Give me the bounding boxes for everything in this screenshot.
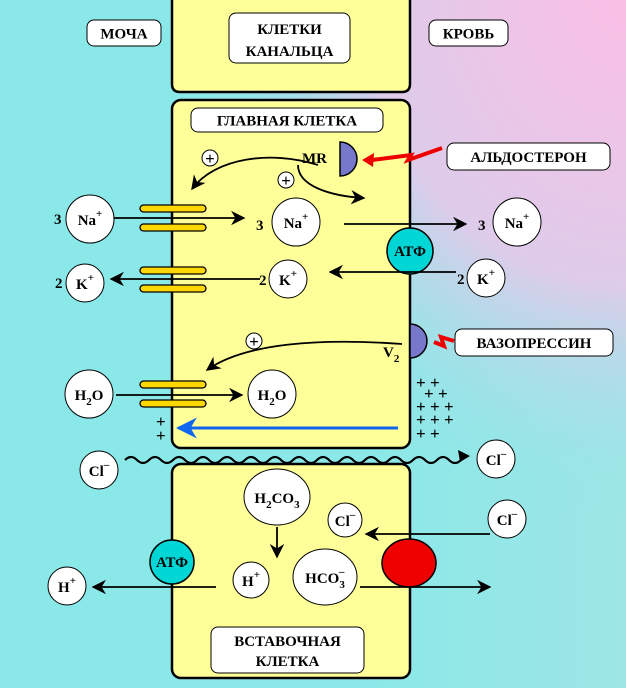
svg-text:+: + bbox=[438, 384, 448, 403]
tubule-cells-label: КЛЕТКИ КАНАЛЬЦА bbox=[228, 12, 351, 64]
svg-text:Cl–: Cl– bbox=[486, 448, 507, 469]
svg-text:+: + bbox=[416, 397, 426, 416]
positive-charges-blood-side: + + + + + + + + + + + + bbox=[416, 373, 454, 443]
svg-text:АТФ: АТФ bbox=[394, 244, 426, 260]
svg-text:+: + bbox=[156, 412, 166, 431]
svg-text:КАНАЛЬЦА: КАНАЛЬЦА bbox=[246, 44, 334, 60]
svg-text:H2O: H2O bbox=[258, 388, 287, 408]
h2o-molecule-cell: H2O bbox=[247, 369, 297, 419]
svg-text:КРОВЬ: КРОВЬ bbox=[443, 27, 495, 43]
blood-label: КРОВЬ bbox=[428, 19, 509, 47]
mr-receptor bbox=[339, 141, 358, 177]
h-ion-urine: H+ bbox=[47, 566, 87, 606]
svg-text:+: + bbox=[416, 424, 426, 443]
k-ion-blood: 2 K+ bbox=[457, 258, 506, 298]
na-ion-urine: 3 Na+ bbox=[54, 194, 115, 244]
vasopressin-lightning bbox=[433, 333, 455, 350]
svg-text:+: + bbox=[205, 149, 215, 168]
svg-text:H2CO3: H2CO3 bbox=[254, 491, 300, 511]
na-ion-cell: 3 Na+ bbox=[256, 197, 321, 247]
cl-ion-blood-bottom: Cl– bbox=[487, 499, 527, 539]
h-atpase: АТФ bbox=[149, 539, 195, 585]
svg-text:АЛЬДОСТЕРОН: АЛЬДОСТЕРОН bbox=[470, 150, 587, 166]
na-k-atpase: АТФ bbox=[386, 227, 434, 275]
aldosterone-arrowhead bbox=[362, 153, 374, 167]
v2-label: V2 bbox=[383, 345, 400, 365]
cl-paracellular-path bbox=[124, 455, 462, 465]
svg-text:КЛЕТКИ: КЛЕТКИ bbox=[257, 22, 322, 38]
svg-text:Na+: Na+ bbox=[78, 208, 103, 229]
cl-ion-cell: Cl– bbox=[327, 502, 363, 538]
svg-text:+: + bbox=[416, 373, 426, 392]
plus-sign: + bbox=[277, 171, 295, 190]
svg-text:+: + bbox=[416, 410, 426, 429]
svg-text:3: 3 bbox=[478, 218, 486, 234]
svg-text:K+: K+ bbox=[279, 268, 297, 289]
aldosterone-lightning bbox=[371, 146, 443, 164]
urine-label: МОЧА bbox=[86, 19, 162, 47]
hco3-ion: HCO3– bbox=[292, 548, 358, 606]
cl-ion-blood-top: Cl– bbox=[476, 439, 516, 479]
svg-text:+: + bbox=[444, 397, 454, 416]
svg-text:КЛЕТКА: КЛЕТКА bbox=[256, 654, 320, 670]
svg-text:+: + bbox=[249, 332, 259, 351]
svg-text:+: + bbox=[424, 384, 434, 403]
cl-hco3-exchanger bbox=[381, 538, 437, 588]
plus-sign: + bbox=[201, 149, 219, 168]
na-channel bbox=[139, 204, 207, 232]
v2-to-water-channel-arrow bbox=[205, 340, 403, 371]
mr-to-na-channel-arrow bbox=[191, 156, 319, 191]
k-ion-cell: 2 K+ bbox=[259, 259, 308, 299]
svg-text:Na+: Na+ bbox=[284, 211, 309, 232]
svg-text:2: 2 bbox=[259, 273, 267, 289]
svg-text:МОЧА: МОЧА bbox=[100, 27, 147, 43]
svg-text:ВСТАВОЧНАЯ: ВСТАВОЧНАЯ bbox=[234, 634, 341, 650]
svg-text:+: + bbox=[430, 373, 440, 392]
plus-sign: + bbox=[245, 332, 263, 351]
h2o-molecule-urine: H2O bbox=[64, 369, 114, 419]
svg-text:Cl–: Cl– bbox=[89, 459, 110, 480]
svg-text:ВАЗОПРЕССИН: ВАЗОПРЕССИН bbox=[477, 336, 592, 352]
svg-text:3: 3 bbox=[256, 218, 264, 234]
svg-text:+: + bbox=[156, 426, 166, 445]
svg-text:АТФ: АТФ bbox=[156, 555, 188, 571]
svg-text:+: + bbox=[430, 410, 440, 429]
mr-to-na-k-atpase-arrow bbox=[297, 164, 366, 205]
k-channel bbox=[139, 266, 207, 293]
k-ion-urine: 2 K+ bbox=[55, 263, 105, 303]
svg-text:H+: H+ bbox=[242, 569, 260, 590]
svg-text:K+: K+ bbox=[76, 272, 94, 293]
svg-text:2: 2 bbox=[457, 272, 465, 288]
positive-charges-urine-side: + + bbox=[156, 412, 166, 445]
svg-text:+: + bbox=[430, 424, 440, 443]
vasopressin-label: ВАЗОПРЕССИН bbox=[454, 328, 614, 357]
aldosterone-label: АЛЬДОСТЕРОН bbox=[446, 142, 611, 171]
svg-text:Na+: Na+ bbox=[505, 211, 530, 232]
svg-text:Cl–: Cl– bbox=[497, 508, 518, 529]
h2co3-molecule: H2CO3 bbox=[243, 468, 311, 526]
svg-text:H2O: H2O bbox=[75, 388, 104, 408]
cl-ion-urine: Cl– bbox=[79, 450, 119, 490]
svg-text:HCO3–: HCO3– bbox=[305, 566, 345, 591]
na-ion-blood: 3 Na+ bbox=[478, 197, 542, 247]
svg-text:2: 2 bbox=[55, 276, 63, 292]
svg-text:3: 3 bbox=[54, 212, 62, 228]
svg-text:+: + bbox=[430, 397, 440, 416]
cl-paracellular-arrowhead bbox=[458, 450, 470, 462]
svg-text:H+: H+ bbox=[58, 575, 76, 596]
svg-text:+: + bbox=[281, 171, 291, 190]
h-ion-cell: H+ bbox=[232, 561, 270, 599]
water-channel bbox=[139, 380, 207, 408]
svg-text:K+: K+ bbox=[477, 267, 495, 288]
principal-cell-label: ГЛАВНАЯ КЛЕТКА bbox=[190, 107, 384, 133]
v2-receptor bbox=[409, 323, 428, 359]
intercalated-cell-label: ВСТАВОЧНАЯ КЛЕТКА bbox=[210, 626, 365, 674]
svg-text:ГЛАВНАЯ КЛЕТКА: ГЛАВНАЯ КЛЕТКА bbox=[217, 114, 357, 130]
svg-text:+: + bbox=[444, 410, 454, 429]
svg-text:Cl–: Cl– bbox=[335, 509, 356, 530]
